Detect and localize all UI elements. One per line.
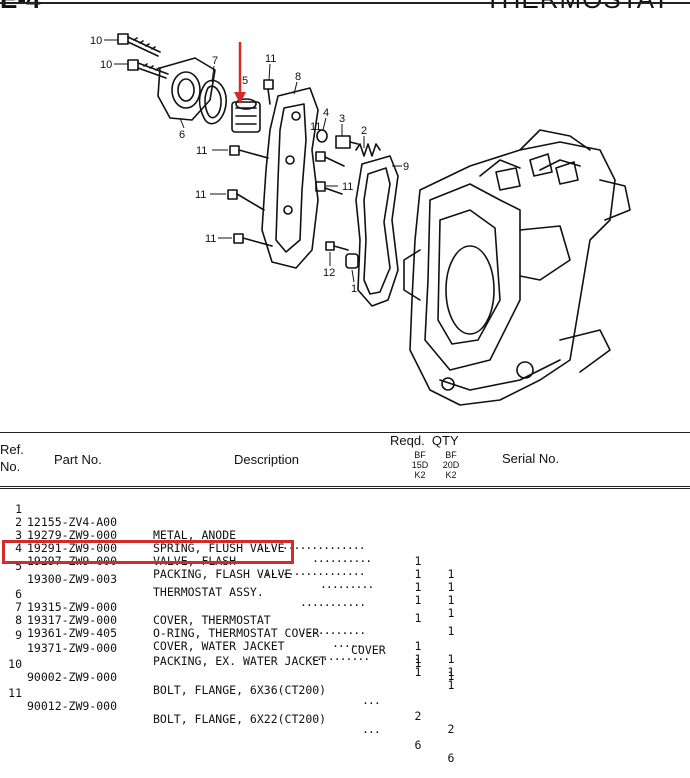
- table-row: 1 12155-ZV4-A00 METAL, ANODE ···········…: [15, 502, 455, 581]
- callout-11-left3: 11: [205, 233, 216, 245]
- callout-11-left1: 11: [196, 145, 207, 157]
- callout-2: 2: [361, 125, 367, 137]
- table-header-bottom-rule: [0, 486, 690, 487]
- header-ref-no: No.: [0, 459, 21, 474]
- header-reqd-qty: Reqd. QTY: [390, 433, 459, 448]
- cylinder-block: [409, 141, 616, 406]
- callout-4: 4: [323, 107, 329, 119]
- callout-11-left2: 11: [195, 189, 206, 201]
- bolt-11-left-2: [227, 189, 265, 211]
- table-row: 7 19317-ZW9-000 O-RING, THERMOSTAT COVER…: [15, 600, 455, 679]
- table-row: 2 19279-ZW9-000 SPRING, FLUSH VALVE ····…: [15, 515, 455, 594]
- table-header-bottom-rule-2: [0, 488, 690, 489]
- table-row: 3 19291-ZW9-000 VALVE, FLASH ···········…: [15, 528, 455, 607]
- bolt-12: [325, 241, 349, 251]
- table-row: 8 19361-ZW9-405 COVER, WATER JACKET ····…: [15, 613, 455, 692]
- callout-11-top: 11: [265, 53, 276, 65]
- bolt-10-upper: [117, 33, 161, 57]
- callout-5: 5: [242, 75, 248, 87]
- row-highlight-box: [2, 540, 294, 564]
- table-row-continuation: COVER 1 1: [351, 643, 455, 683]
- table-row: 11 90012-ZW9-000 BOLT, FLANGE, 6X22(CT20…: [8, 686, 455, 765]
- callout-9: 9: [403, 161, 409, 173]
- bolt-10-lower: [127, 59, 169, 79]
- packing-ex-water-jacket: [355, 155, 399, 307]
- parts-table-header: Ref. No. Part No. Description Reqd. QTY …: [0, 432, 690, 489]
- callout-7: 7: [212, 55, 218, 67]
- callout-10b: 10: [100, 59, 112, 71]
- highlight-arrow: [234, 42, 246, 104]
- header-rule: [0, 2, 690, 4]
- water-jacket-cover: [261, 87, 319, 269]
- header-ref: Ref.: [0, 442, 24, 457]
- callout-8: 8: [295, 71, 301, 83]
- bolt-11-left-1: [229, 145, 269, 159]
- thermostat-assy: [231, 98, 261, 133]
- callout-1: 1: [351, 283, 357, 295]
- header-description: Description: [234, 452, 300, 467]
- bolt-11-right: [315, 151, 345, 167]
- callout-11-valve: 11: [310, 121, 321, 133]
- callout-3: 3: [339, 113, 345, 125]
- header-serial-no: Serial No.: [502, 451, 560, 466]
- table-row: 6 19315-ZW9-000 COVER, THERMOSTAT ······…: [15, 587, 455, 666]
- header-part-no: Part No.: [54, 452, 102, 467]
- page-header: E-4 THERMOSTAT: [0, 0, 690, 14]
- table-row: 10 90002-ZW9-000 BOLT, FLANGE, 6X36(CT20…: [8, 657, 455, 736]
- callout-11-right: 11: [342, 181, 353, 193]
- metal-anode: [345, 253, 359, 269]
- exploded-parts-diagram: 10 10 7 5 11 8 6 4 11 3 2 11 9 11 11 11 …: [90, 33, 631, 406]
- bolt-11-mid: [315, 181, 343, 195]
- header-qty-col1: BF 15D K2: [411, 450, 429, 480]
- bolt-11-left-3: [233, 233, 273, 247]
- bolt-11-top: [263, 79, 274, 105]
- header-qty-col2: BF 20D K2: [442, 450, 460, 480]
- flash-valve: [335, 135, 359, 149]
- table-top-rule: [0, 432, 690, 433]
- packing-flash-valve: [316, 129, 328, 143]
- callout-6: 6: [179, 129, 185, 141]
- callout-10a: 10: [90, 35, 102, 47]
- callout-12: 12: [323, 267, 335, 279]
- table-row-highlighted: 5 19300-ZW9-003 THERMOSTAT ASSY. ·······…: [15, 559, 455, 638]
- spring-flush-valve: [355, 143, 381, 157]
- table-row: 9 19371-ZW9-000 PACKING, EX. WATER JACKE…: [15, 628, 327, 668]
- o-ring-thermostat: [198, 79, 227, 125]
